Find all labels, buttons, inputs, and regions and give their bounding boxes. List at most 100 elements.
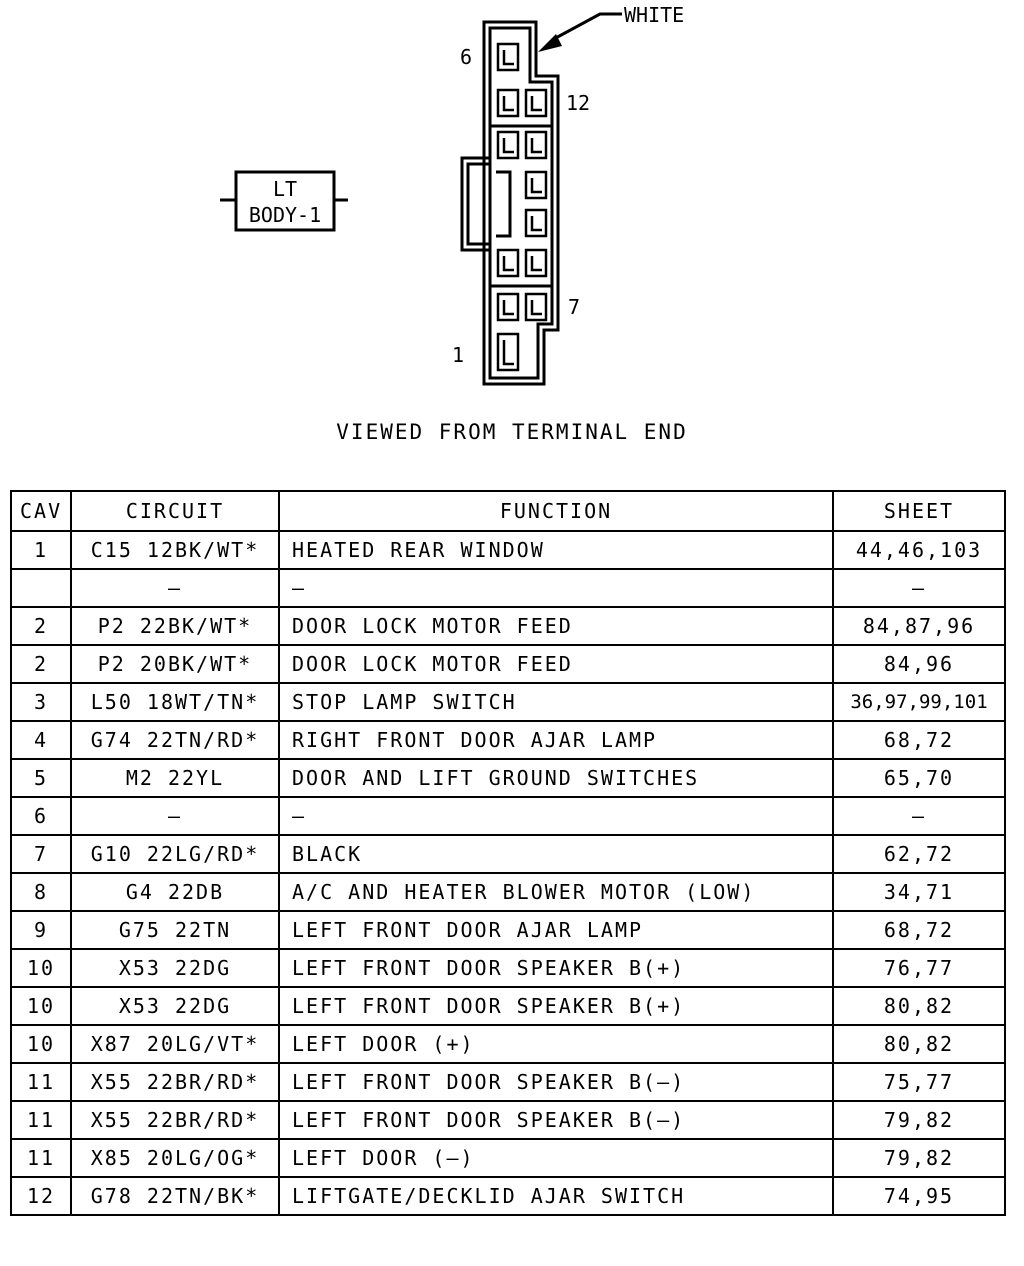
header-sheet: SHEET <box>832 490 1006 532</box>
sheet-cell: 68,72 <box>832 720 1006 760</box>
sheet-cell: 79,82 <box>832 1100 1006 1140</box>
function-cell: LEFT DOOR (+) <box>278 1024 834 1064</box>
cav-cell: 7 <box>10 834 72 874</box>
cav-cell: 9 <box>10 910 72 950</box>
sheet-cell: 79,82 <box>832 1138 1006 1178</box>
cav-cell: 5 <box>10 758 72 798</box>
function-cell: LEFT FRONT DOOR SPEAKER B(+) <box>278 948 834 988</box>
function-cell: RIGHT FRONT DOOR AJAR LAMP <box>278 720 834 760</box>
circuit-cell: G78 22TN/BK* <box>70 1176 280 1216</box>
table-row: 6——— <box>10 796 1006 836</box>
cavity-11 <box>524 130 548 160</box>
function-cell: LIFTGATE/DECKLID AJAR SWITCH <box>278 1176 834 1216</box>
cavity-10 <box>524 170 548 200</box>
function-cell: BLACK <box>278 834 834 874</box>
sheet-cell: 76,77 <box>832 948 1006 988</box>
circuit-cell: — <box>70 796 280 836</box>
connector-name-line2: BODY-1 <box>249 203 321 227</box>
cav-cell: 10 <box>10 1024 72 1064</box>
cavity-4 <box>496 130 520 160</box>
sheet-cell: — <box>832 568 1006 608</box>
sheet-cell: 75,77 <box>832 1062 1006 1102</box>
circuit-cell: G4 22DB <box>70 872 280 912</box>
header-function: FUNCTION <box>278 490 834 532</box>
function-cell: DOOR AND LIFT GROUND SWITCHES <box>278 758 834 798</box>
cavity-12 <box>524 88 548 118</box>
cav-cell: 12 <box>10 1176 72 1216</box>
circuit-cell: G10 22LG/RD* <box>70 834 280 874</box>
function-cell: — <box>278 796 834 836</box>
cavity-9 <box>524 208 548 238</box>
circuit-cell: X53 22DG <box>70 948 280 988</box>
cav-cell: 10 <box>10 948 72 988</box>
connector-body <box>460 20 560 386</box>
cav-cell: 3 <box>10 682 72 722</box>
circuit-cell: X53 22DG <box>70 986 280 1026</box>
circuit-cell: G75 22TN <box>70 910 280 950</box>
function-cell: — <box>278 568 834 608</box>
cav-cell: 1 <box>10 530 72 570</box>
cavity-2 <box>496 292 520 322</box>
sheet-cell: 65,70 <box>832 758 1006 798</box>
cav-cell <box>10 568 72 608</box>
cavity-5 <box>496 88 520 118</box>
circuit-cell: X55 22BR/RD* <box>70 1100 280 1140</box>
cavity-8 <box>524 248 548 278</box>
cav-cell: 11 <box>10 1100 72 1140</box>
circuit-cell: L50 18WT/TN* <box>70 682 280 722</box>
cav-cell: 10 <box>10 986 72 1026</box>
sheet-cell: 74,95 <box>832 1176 1006 1216</box>
function-cell: LEFT FRONT DOOR SPEAKER B(—) <box>278 1062 834 1102</box>
cav-cell: 2 <box>10 644 72 684</box>
sheet-cell: 62,72 <box>832 834 1006 874</box>
pin-label-1: 1 <box>452 343 464 367</box>
circuit-cell: X87 20LG/VT* <box>70 1024 280 1064</box>
circuit-cell: X85 20LG/OG* <box>70 1138 280 1178</box>
circuit-cell: G74 22TN/RD* <box>70 720 280 760</box>
circuit-cell: P2 20BK/WT* <box>70 644 280 684</box>
sheet-cell: 80,82 <box>832 1024 1006 1064</box>
sheet-cell: 34,71 <box>832 872 1006 912</box>
callout-arrowhead <box>538 34 562 52</box>
sheet-cell: 36,97,99,101 <box>832 682 1006 722</box>
table-row: ——— <box>10 568 1006 608</box>
sheet-cell: — <box>832 796 1006 836</box>
cavity-7 <box>524 292 548 322</box>
connector-name-box: LT BODY-1 <box>220 170 348 232</box>
cavity-6 <box>496 42 520 72</box>
connector-diagram: LT BODY-1 WHITE 6 12 7 1 <box>220 3 684 386</box>
cav-cell: 6 <box>10 796 72 836</box>
function-cell: LEFT DOOR (—) <box>278 1138 834 1178</box>
terminal-cavities <box>496 42 548 372</box>
function-cell: LEFT FRONT DOOR SPEAKER B(+) <box>278 986 834 1026</box>
sheet-cell: 68,72 <box>832 910 1006 950</box>
function-cell: A/C AND HEATER BLOWER MOTOR (LOW) <box>278 872 834 912</box>
cav-cell: 4 <box>10 720 72 760</box>
function-cell: LEFT FRONT DOOR SPEAKER B(—) <box>278 1100 834 1140</box>
circuit-cell: P2 22BK/WT* <box>70 606 280 646</box>
function-cell: STOP LAMP SWITCH <box>278 682 834 722</box>
circuit-cell: M2 22YL <box>70 758 280 798</box>
sheet-cell: 84,96 <box>832 644 1006 684</box>
cav-cell: 11 <box>10 1062 72 1102</box>
pin-label-12: 12 <box>566 91 590 115</box>
header-circuit: CIRCUIT <box>70 490 280 532</box>
view-caption: VIEWED FROM TERMINAL END <box>336 420 688 444</box>
